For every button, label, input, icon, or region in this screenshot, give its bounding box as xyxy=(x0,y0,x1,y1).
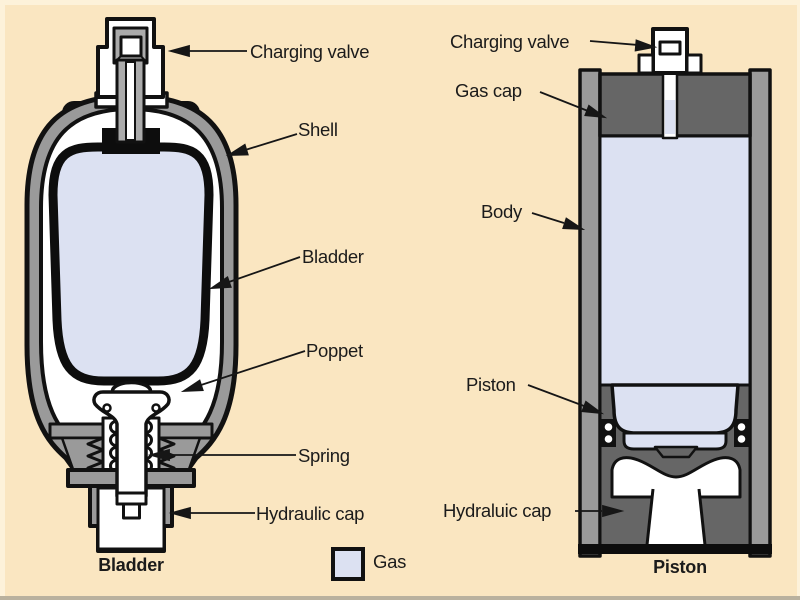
arrowhead xyxy=(581,400,605,415)
piston-notch xyxy=(653,445,699,459)
body-bottom-closure xyxy=(578,544,772,554)
arrowhead xyxy=(225,143,249,156)
arrowhead xyxy=(147,448,170,462)
page-edge-left xyxy=(0,0,5,600)
label-charging-valve-bladder: Charging valve xyxy=(250,41,370,62)
arrowhead xyxy=(208,275,232,290)
label-hydraulic-cap-bladder: Hydraulic cap xyxy=(256,503,365,524)
label-body: Body xyxy=(481,201,522,222)
body-wall-left xyxy=(578,68,602,558)
callout-arrows xyxy=(147,39,658,520)
fluid-region xyxy=(610,456,742,499)
arrowhead xyxy=(168,506,191,520)
valve-flange-left xyxy=(637,53,655,75)
charging-valve-port xyxy=(119,35,143,58)
caption-piston: Piston xyxy=(653,557,707,577)
caption-bladder: Bladder xyxy=(98,555,164,575)
bladder-membrane-gas-region xyxy=(48,142,214,386)
label-shell: Shell xyxy=(298,119,338,140)
body-wall-right xyxy=(748,68,772,558)
label-spring: Spring xyxy=(298,445,350,466)
piston-face-tray xyxy=(622,431,728,451)
gas-region-piston xyxy=(598,134,752,390)
arrow-line-bladder xyxy=(225,256,301,284)
page-edge-right xyxy=(797,0,800,600)
arrowhead xyxy=(584,104,608,119)
port-column-edge-right xyxy=(697,488,707,546)
valve-stem-channel xyxy=(125,61,136,141)
arrowhead xyxy=(180,379,204,393)
label-piston: Piston xyxy=(466,374,516,395)
label-poppet: Poppet xyxy=(306,340,363,361)
piston-face-cup xyxy=(610,383,740,435)
label-charging-valve-piston: Charging valve xyxy=(450,31,570,52)
arrow-line-gas-cap xyxy=(539,91,589,112)
label-bladder: Bladder xyxy=(302,246,364,267)
label-hydraulic-cap-piston: Hydraluic cap xyxy=(443,500,552,521)
arrow-line-charging-valve-piston xyxy=(589,40,639,46)
arrow-line-body xyxy=(531,212,565,224)
page-edge-top xyxy=(0,0,800,5)
page-edge-bottom xyxy=(0,596,800,600)
piston-accumulator-drawing xyxy=(578,27,772,558)
thread-block-left xyxy=(60,436,107,474)
valve-flange-right xyxy=(685,53,703,75)
arrowhead xyxy=(167,44,190,58)
arrowhead xyxy=(602,504,625,518)
arrowhead xyxy=(562,217,586,231)
bladder-accumulator-drawing xyxy=(24,17,239,553)
port-column-edge-left xyxy=(645,488,655,546)
poppet-foot-stem xyxy=(122,502,141,520)
poppet-shape xyxy=(92,390,171,498)
valve-cap-inner xyxy=(658,40,682,56)
arrow-line-piston xyxy=(527,384,585,407)
poppet-pin-left xyxy=(102,403,112,413)
valve-channel-gas xyxy=(665,100,675,134)
arrowhead xyxy=(634,39,658,52)
piston-seals xyxy=(601,419,749,447)
label-gas-cap: Gas cap xyxy=(455,80,522,101)
arrow-line-shell xyxy=(241,133,298,152)
poppet-foot xyxy=(115,491,148,506)
gas-legend-swatch xyxy=(331,547,365,581)
arrow-line-poppet xyxy=(197,350,306,387)
gas-legend-label: Gas xyxy=(373,551,407,572)
hydraulic-port-column xyxy=(647,487,705,545)
poppet-pin-right xyxy=(151,403,161,413)
